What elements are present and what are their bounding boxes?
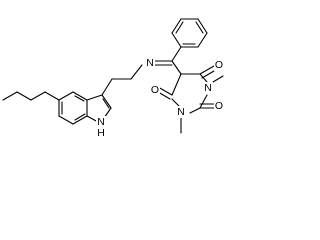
bond-pyrrole-double bbox=[102, 98, 110, 109]
bond-butyl-3 bbox=[30, 91, 46, 101]
ring-nitrogen-bottom-label: N bbox=[177, 106, 185, 118]
imine-nitrogen-label: N bbox=[146, 57, 154, 69]
mask-imine-n bbox=[145, 57, 155, 69]
bond-butyl-2 bbox=[16, 91, 32, 101]
bond-phenyl-1 bbox=[171, 32, 182, 48]
bond-butyl-4 bbox=[44, 91, 60, 101]
mask-indole-n bbox=[96, 116, 106, 128]
atom-labels: N O N O N O N H bbox=[96, 57, 224, 139]
bond-pyrimidine-6 bbox=[171, 73, 182, 96]
ring-nitrogen-top-label: N bbox=[204, 82, 212, 94]
bond-indole-benzene-2 bbox=[58, 115, 74, 125]
bond-phenyl-2 bbox=[171, 18, 182, 34]
bond-butyl-1 bbox=[2, 91, 18, 101]
carbonyl-oxygen-top-label: O bbox=[215, 59, 223, 71]
bond-phenyl-4 bbox=[197, 18, 208, 34]
indole-hydrogen-label: H bbox=[97, 127, 105, 139]
bond-carbonyl-top-double bbox=[201, 70, 215, 79]
bond-methyl-top bbox=[212, 75, 224, 83]
bond-phenyl-double-2 bbox=[195, 21, 204, 34]
mask-carbonyl-o-left bbox=[150, 84, 160, 96]
bond-carbonyl-top bbox=[199, 65, 215, 75]
bond-phenyl-5 bbox=[197, 32, 208, 48]
bond-pyrimidine-3 bbox=[199, 94, 208, 109]
bond-pyrrole-1 bbox=[86, 94, 103, 101]
mask-ring-n-top bbox=[203, 82, 213, 94]
mask-carbonyl-o-top bbox=[214, 59, 224, 71]
bonds bbox=[2, 18, 224, 134]
bond-imine-c-phenyl bbox=[171, 46, 182, 62]
bond-pyrrole-2 bbox=[101, 94, 112, 109]
bond-pyrimidine-2 bbox=[199, 73, 208, 83]
mask-ring-n-bottom bbox=[176, 106, 186, 118]
bond-carbonyl-left bbox=[157, 86, 173, 96]
bond-indole-benzene-5 bbox=[72, 91, 88, 101]
mask-indole-h bbox=[96, 127, 106, 139]
indole-nitrogen-label: N bbox=[97, 116, 105, 128]
bond-phenyl-double-1 bbox=[175, 21, 184, 34]
mask-carbonyl-o-right bbox=[214, 100, 224, 112]
bond-indole-benzene-6 bbox=[58, 91, 74, 101]
bond-indole-benzene-3 bbox=[72, 115, 88, 125]
bond-indole-benzene-double-3 bbox=[74, 95, 85, 102]
chemical-structure-diagram: N O N O N O N H bbox=[2, 18, 224, 139]
carbonyl-oxygen-right-label: O bbox=[215, 100, 223, 112]
bond-indole-benzene-double-2 bbox=[74, 113, 86, 121]
bond-pyrimidine-4 bbox=[189, 107, 201, 114]
bond-linker-3 bbox=[130, 64, 143, 80]
bond-linker-1 bbox=[101, 78, 113, 96]
carbonyl-oxygen-bottom-label: O bbox=[151, 84, 159, 96]
bond-imine-c-pyrimidine bbox=[171, 60, 182, 75]
